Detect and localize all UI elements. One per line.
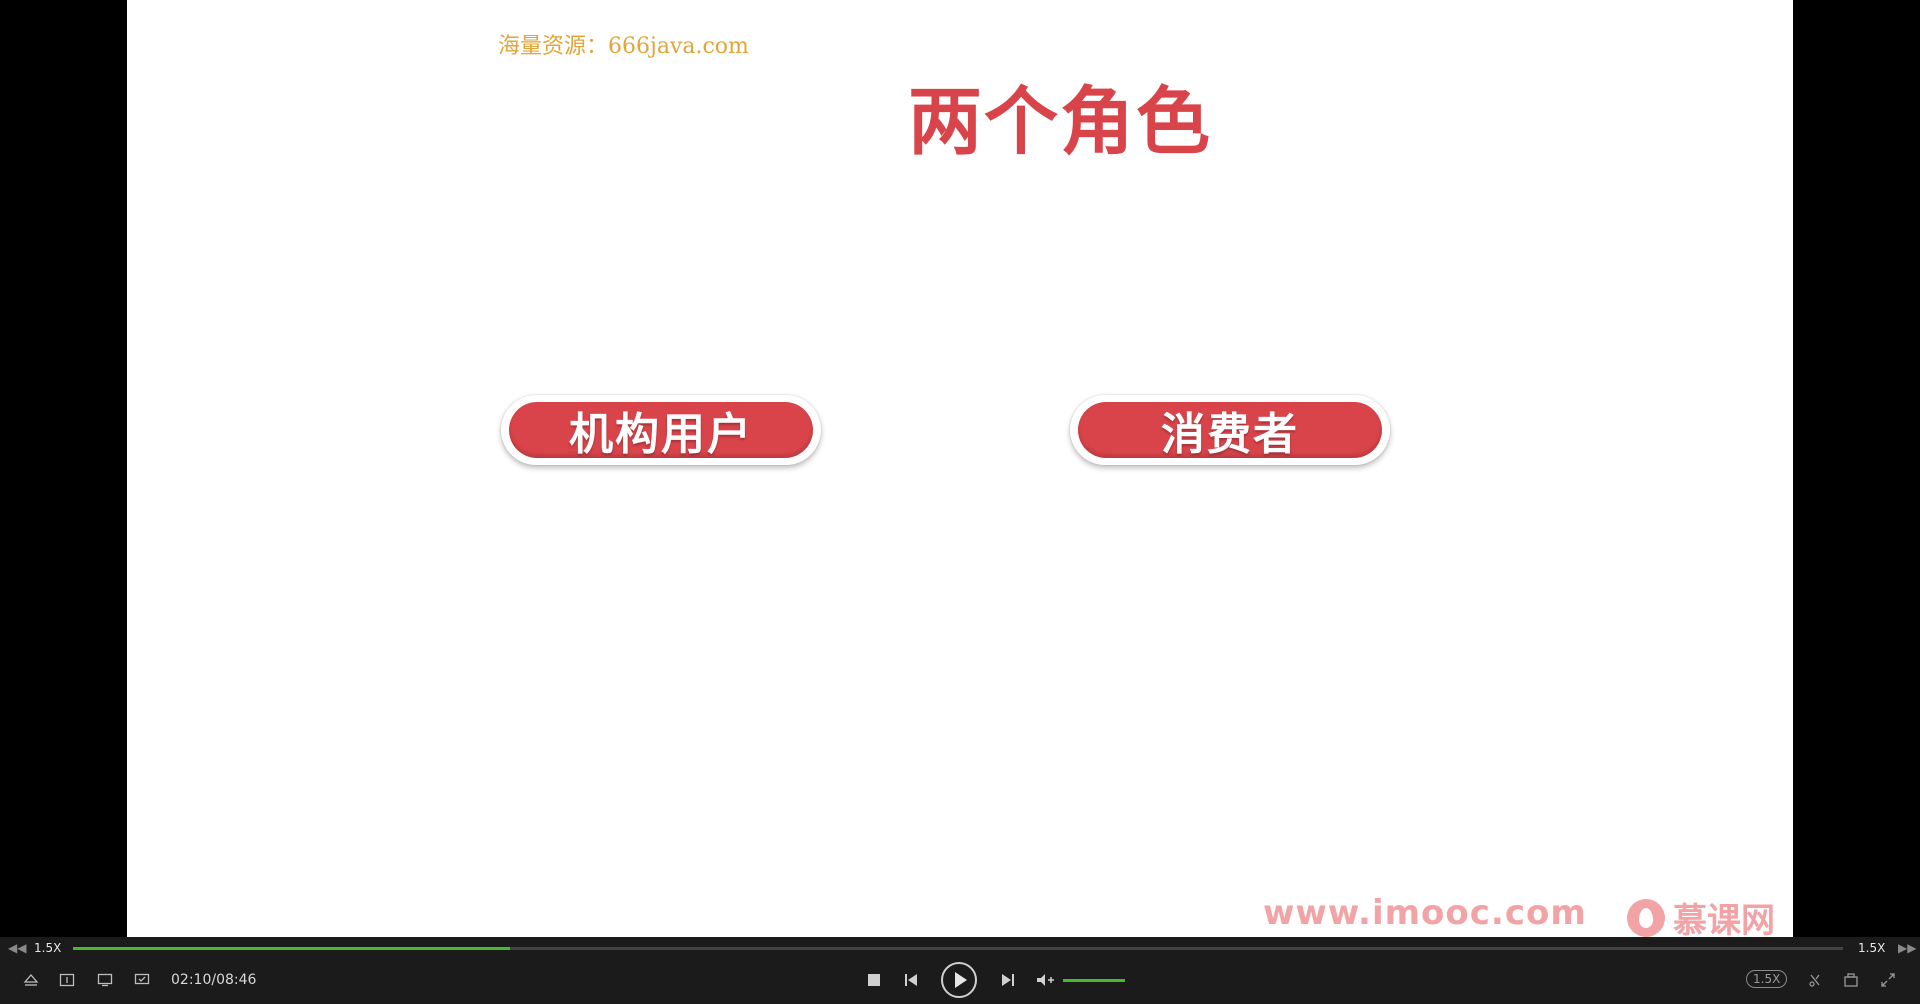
stop-icon[interactable] [865, 971, 883, 989]
time-display: 02:10/08:46 [171, 972, 257, 988]
role-pill-consumer: 消费者 [1070, 395, 1390, 465]
video-stage[interactable]: 海量资源：666java.com 两个角色 机构用户 消费者 www.imooc… [0, 0, 1920, 937]
previous-icon[interactable] [902, 971, 920, 989]
chapter-icon[interactable] [58, 971, 76, 989]
flame-icon [1627, 898, 1665, 937]
brand-name: 慕课网 [1673, 901, 1775, 937]
presentation-slide: 海量资源：666java.com 两个角色 机构用户 消费者 www.imooc… [127, 0, 1793, 937]
volume-slider[interactable] [1063, 979, 1125, 982]
clip-icon[interactable] [1806, 971, 1824, 989]
package-icon[interactable] [1842, 971, 1860, 989]
role-pill-institution: 机构用户 [501, 395, 821, 465]
playback-rate-right[interactable]: 1.5X [1858, 941, 1886, 955]
speed-badge[interactable]: 1.5X [1746, 970, 1788, 988]
note-icon[interactable] [133, 971, 151, 989]
progress-track[interactable] [73, 947, 1843, 950]
role-pill-label: 消费者 [1078, 402, 1382, 460]
next-icon[interactable] [999, 971, 1017, 989]
slide-title-text: 两个角色 [908, 79, 1212, 165]
watermark-text: 海量资源：666java.com [498, 34, 749, 59]
brand-url: www.imooc.com [1263, 893, 1587, 933]
eject-icon[interactable] [22, 971, 40, 989]
playback-rate-left[interactable]: 1.5X [34, 941, 62, 955]
role-pill-label: 机构用户 [509, 402, 813, 460]
slide-title: 两个角色 [127, 62, 1793, 169]
fast-forward-icon[interactable]: ▶▶ [1898, 941, 1917, 955]
player-control-bar: ◀◀ 1.5X 1.5X ▶▶ 02:10/08:46 [0, 937, 1920, 1004]
controls-row: 02:10/08:46 1.5X [0, 959, 1920, 1004]
brand-logo: 慕课网 [1627, 893, 1775, 937]
progress-fill [73, 947, 511, 950]
fullscreen-icon[interactable] [1879, 971, 1897, 989]
rewind-icon[interactable]: ◀◀ [8, 941, 27, 955]
progress-row: ◀◀ 1.5X 1.5X ▶▶ [0, 937, 1920, 959]
subtitle-icon[interactable] [96, 971, 114, 989]
volume-icon[interactable] [1036, 971, 1056, 989]
play-icon [955, 972, 967, 988]
play-button[interactable] [941, 962, 977, 998]
